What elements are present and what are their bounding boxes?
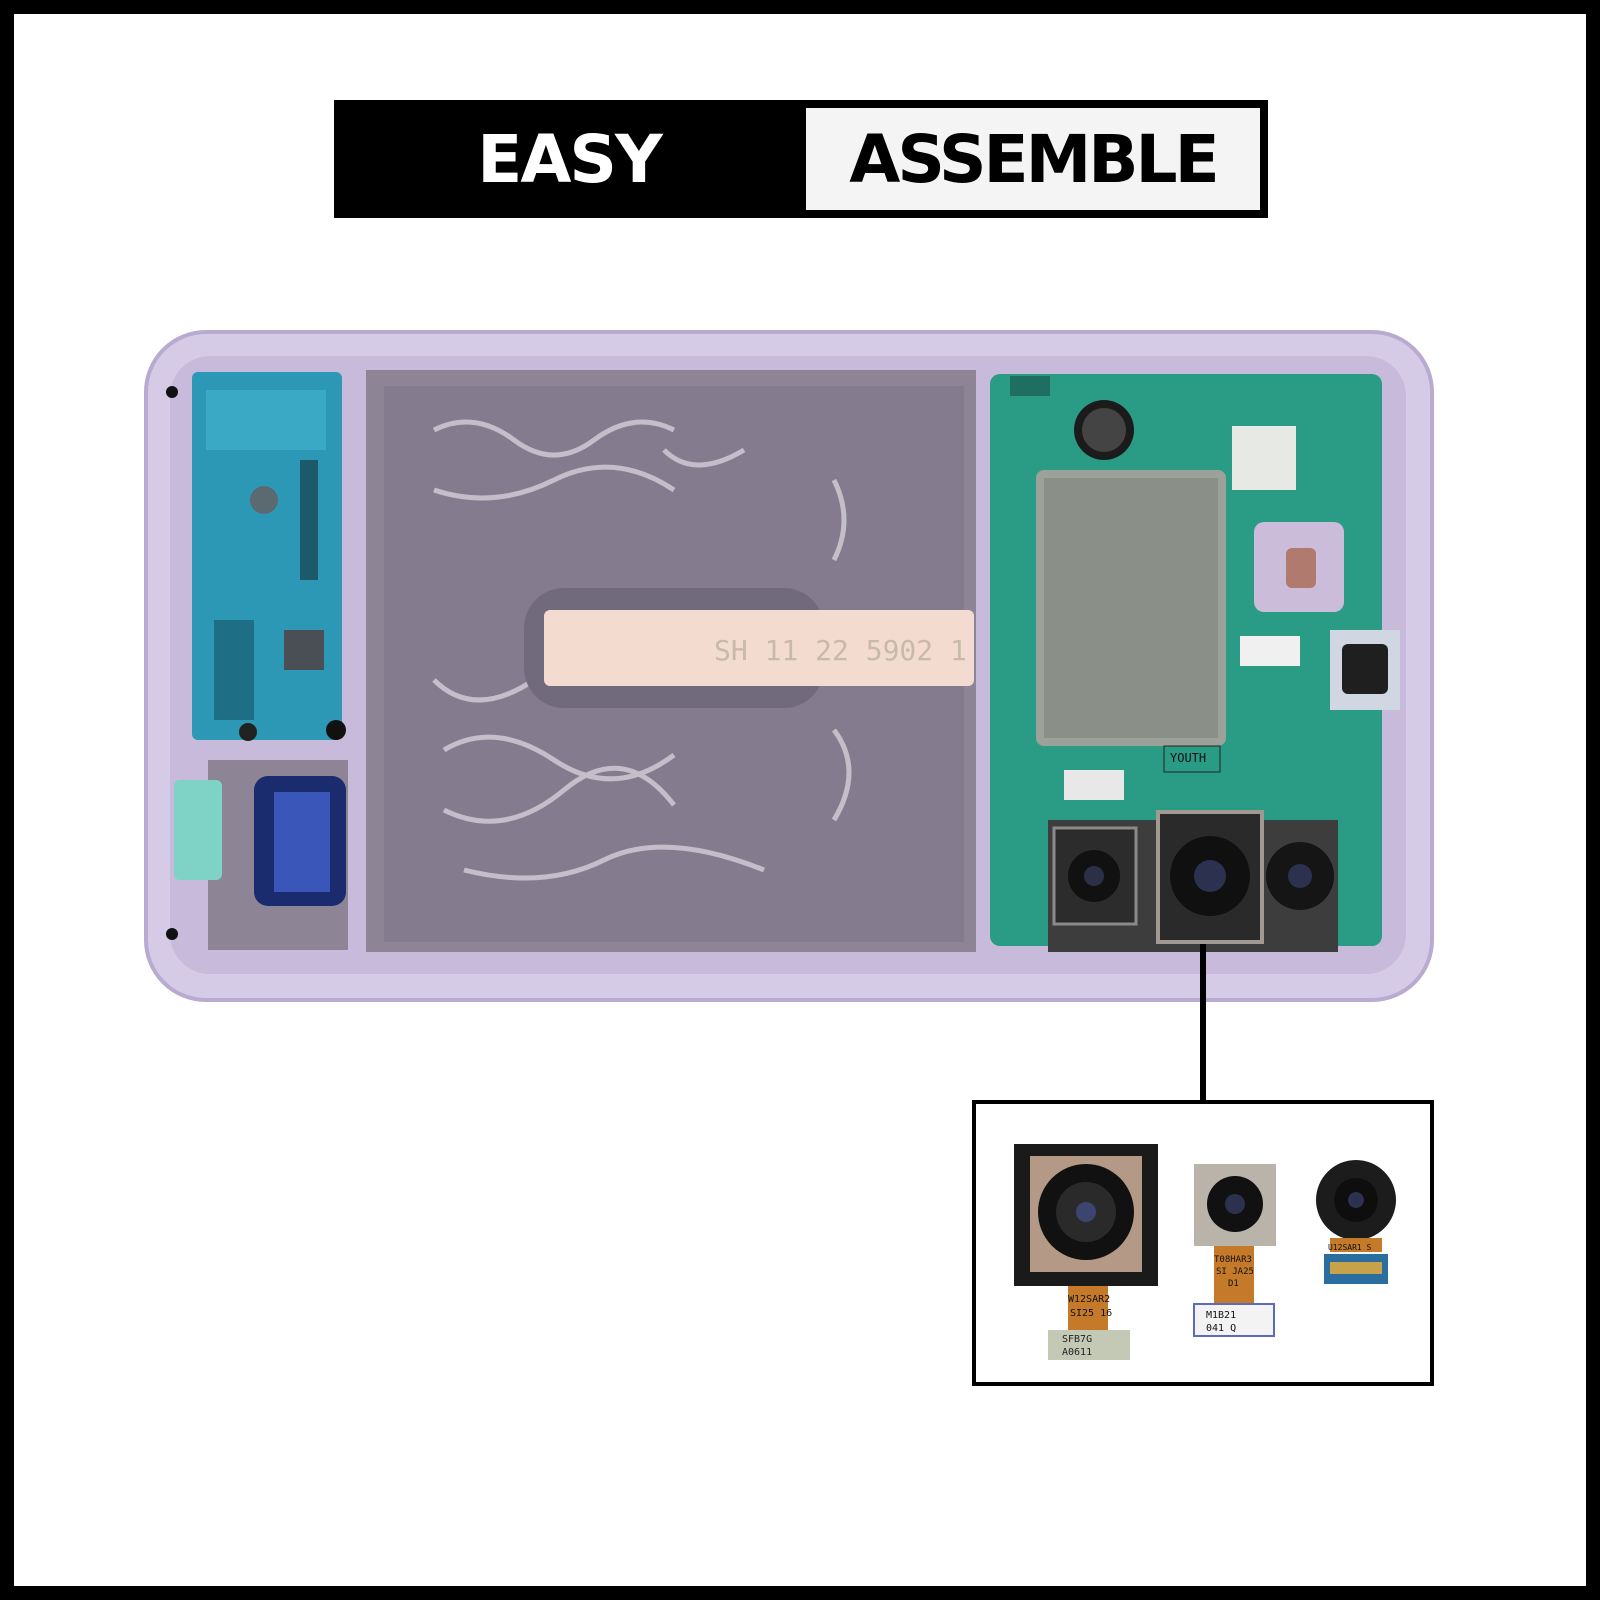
banner-assemble-text: ASSEMBLE [806,108,1260,210]
connector-line [1200,944,1206,1100]
svg-text:041 Q: 041 Q [1206,1323,1236,1334]
svg-text:W12SAR2: W12SAR2 [1068,1294,1110,1305]
rear-cameras-photo: W12SAR2 SI25 16 SFB7G A0611 T08HAR3 SI J… [1014,1144,1396,1360]
ultrawide-camera: U12SAR1 S [1316,1160,1396,1284]
svg-text:M1B21: M1B21 [1206,1310,1236,1321]
pull-tab [544,610,974,686]
svg-text:D1: D1 [1228,1279,1239,1289]
svg-text:A0611: A0611 [1062,1347,1092,1358]
main-camera: W12SAR2 SI25 16 SFB7G A0611 [1014,1144,1158,1360]
phone-internals-photo: SH 11 22 5902 1 YOUTH [144,330,1434,1002]
svg-text:U12SAR1 S: U12SAR1 S [1328,1243,1372,1252]
telephoto-camera: T08HAR3 SI JA25 D1 M1B21 041 Q [1193,1164,1276,1337]
tape-text: SH 11 22 5902 1 [714,634,967,667]
chip-label: YOUTH [1170,751,1206,765]
image-frame: EASY ASSEMBLE [14,14,1586,1586]
svg-text:SFB7G: SFB7G [1062,1334,1092,1345]
svg-text:SI JA25: SI JA25 [1216,1267,1254,1277]
camera-detail-box: W12SAR2 SI25 16 SFB7G A0611 T08HAR3 SI J… [972,1100,1434,1386]
title-banner: EASY ASSEMBLE [334,100,1268,218]
svg-text:T08HAR3: T08HAR3 [1214,1255,1252,1265]
svg-text:SI25 16: SI25 16 [1070,1308,1112,1319]
banner-easy-text: EASY [477,120,663,198]
